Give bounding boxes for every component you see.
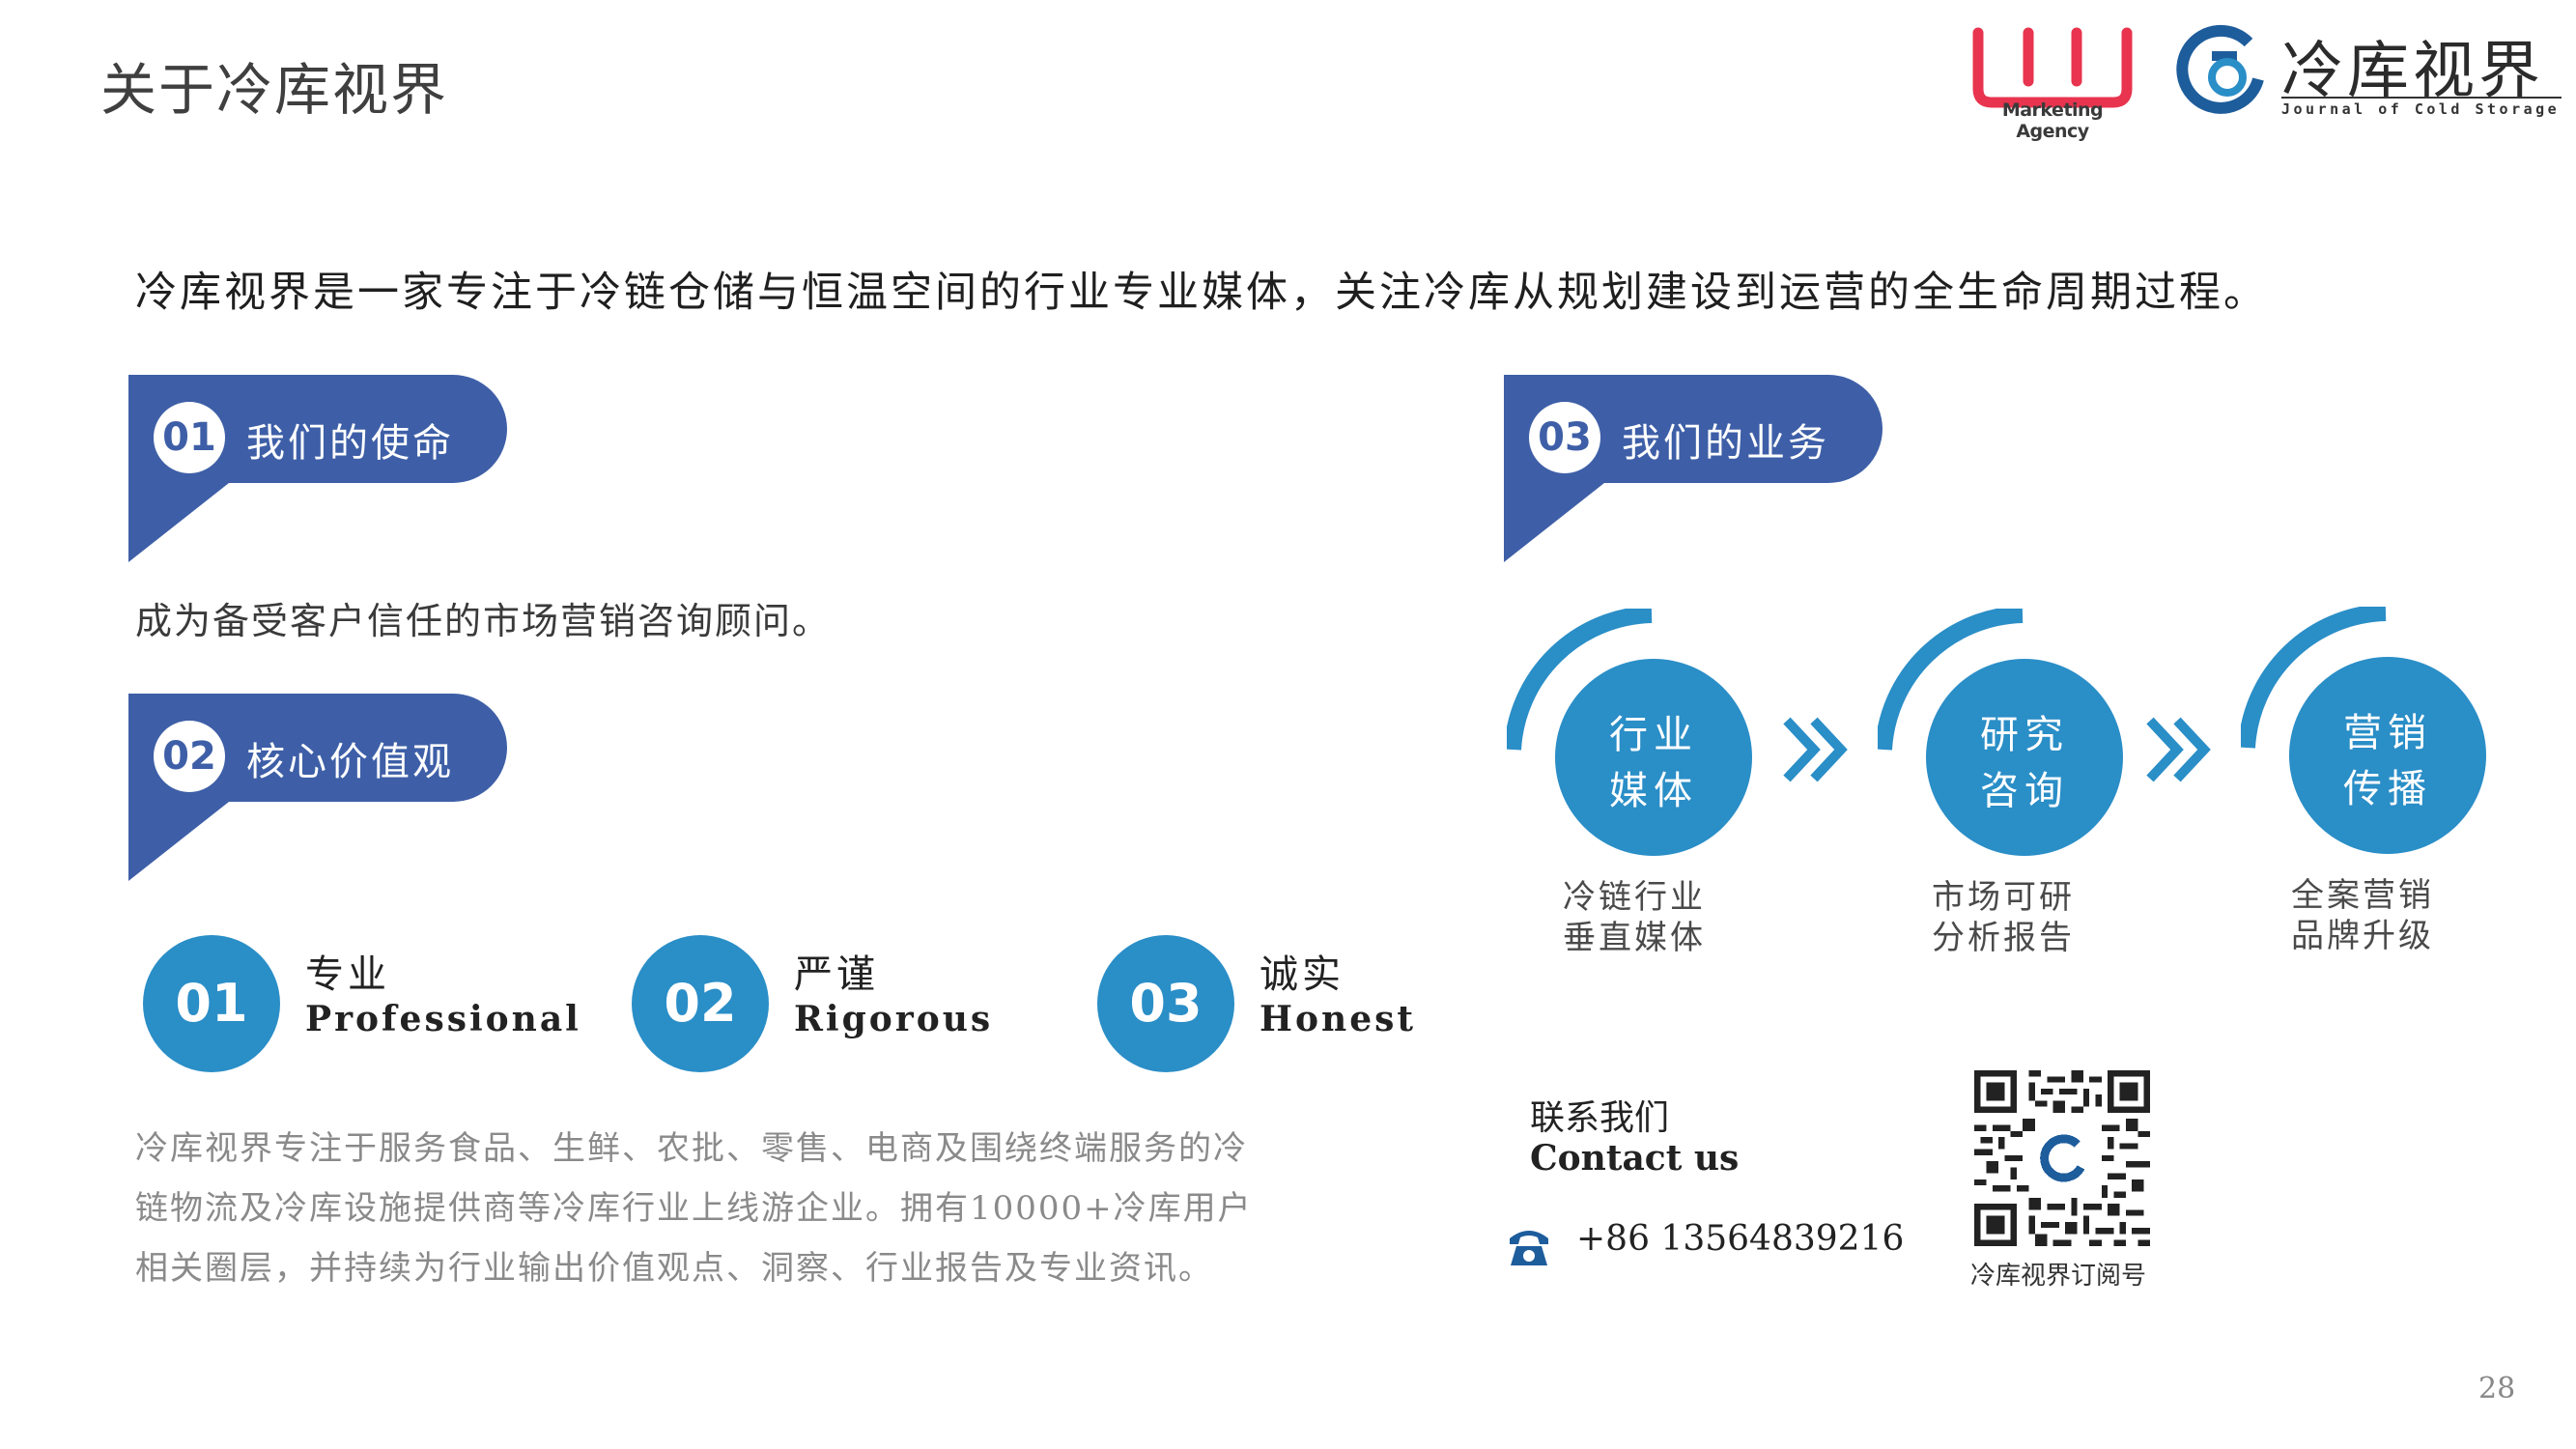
banner-shape <box>1504 375 1882 562</box>
double-chevron-icon <box>2146 717 2211 782</box>
business-label: 我们的业务 <box>1622 421 1829 466</box>
description-line: 冷库视界专注于服务食品、生鲜、农批、零售、电商及围绕终端服务的冷 <box>135 1129 1248 1168</box>
business-title-l1: 研究 <box>1980 713 2069 757</box>
values-description: 冷库视界专注于服务食品、生鲜、农批、零售、电商及围绕终端服务的冷 链物流及冷库设… <box>135 1119 1352 1298</box>
contact-title-cn: 联系我们 <box>1530 1098 1670 1138</box>
value-cn: 严谨 <box>794 952 879 997</box>
value-number: 01 <box>143 935 280 1072</box>
business-title-l2: 媒体 <box>1609 769 1698 813</box>
banner-shape <box>128 694 507 881</box>
business-disc: 行业 媒体 <box>1555 659 1752 856</box>
business-item-marketing: 营销 传播 全案营销 品牌升级 <box>2241 607 2550 956</box>
values-label: 核心价值观 <box>246 740 454 784</box>
page-title: 关于冷库视界 <box>100 57 449 123</box>
wj-logo-icon <box>1972 27 2133 108</box>
business-title-l1: 营销 <box>2343 711 2432 755</box>
page-number: 28 <box>2478 1372 2516 1406</box>
arc-decoration <box>1507 609 1653 751</box>
mission-banner: 01 我们的使命 <box>128 375 515 568</box>
value-number: 02 <box>632 935 769 1072</box>
caption-line: 冷链行业 <box>1563 878 1706 917</box>
business-item-research: 研究 咨询 市场可研 分析报告 <box>1878 609 2187 958</box>
business-number: 03 <box>1529 402 1600 473</box>
business-caption: 市场可研 分析报告 <box>1932 877 2075 958</box>
mission-text: 成为备受客户信任的市场营销咨询顾问。 <box>135 600 832 642</box>
value-en: Rigorous <box>794 999 994 1039</box>
caption-line: 市场可研 <box>1932 878 2075 917</box>
caption-line: 全案营销 <box>2291 876 2434 915</box>
business-disc: 营销 传播 <box>2289 657 2486 854</box>
business-title-l2: 传播 <box>2343 767 2432 811</box>
caption-line: 品牌升级 <box>2291 917 2434 955</box>
business-item-media: 行业 媒体 冷链行业 垂直媒体 <box>1507 609 1816 958</box>
caption-line: 垂直媒体 <box>1563 919 1706 957</box>
value-en: Professional <box>305 999 581 1039</box>
qr-caption: 冷库视界订阅号 <box>1970 1262 2147 1291</box>
contact-title-en: Contact us <box>1530 1138 1740 1179</box>
description-line: 相关圈层，并持续为行业输出价值观点、洞察、行业报告及专业资讯。 <box>135 1249 1213 1288</box>
business-caption: 全案营销 品牌升级 <box>2291 875 2434 956</box>
value-en: Honest <box>1260 999 1416 1039</box>
journal-logo-en: Journal of Cold Storage <box>2281 97 2562 118</box>
business-caption: 冷链行业 垂直媒体 <box>1563 877 1706 958</box>
cold-storage-logo-icon <box>2176 24 2264 114</box>
phone-icon <box>1510 1231 1548 1265</box>
values-number: 02 <box>154 721 225 792</box>
mission-label: 我们的使命 <box>246 421 454 466</box>
value-cn: 专业 <box>305 952 390 997</box>
journal-logo-cn: 冷库视界 <box>2281 36 2544 107</box>
arc-decoration <box>1878 609 2024 751</box>
business-title-l1: 行业 <box>1609 713 1698 757</box>
arc-decoration <box>2241 607 2387 749</box>
qr-code-icon <box>1974 1070 2150 1246</box>
value-cn: 诚实 <box>1260 952 1345 997</box>
value-number: 03 <box>1097 935 1234 1072</box>
banner-shape <box>128 375 507 562</box>
description-line: 链物流及冷库设施提供商等冷库行业上线游企业。拥有10000+冷库用户 <box>135 1189 1253 1228</box>
agency-logo-text: Marketing Agency <box>2001 99 2104 142</box>
double-chevron-icon <box>1783 717 1848 782</box>
phone-number[interactable]: +86 13564839216 <box>1576 1219 1905 1259</box>
intro-text: 冷库视界是一家专注于冷链仓储与恒温空间的行业专业媒体，关注冷库从规划建设到运营的… <box>135 269 2268 317</box>
business-banner: 03 我们的业务 <box>1504 375 1890 568</box>
values-banner: 02 核心价值观 <box>128 694 515 887</box>
business-disc: 研究 咨询 <box>1926 659 2123 856</box>
mission-number: 01 <box>154 402 225 473</box>
business-title-l2: 咨询 <box>1980 769 2069 813</box>
caption-line: 分析报告 <box>1932 919 2075 957</box>
